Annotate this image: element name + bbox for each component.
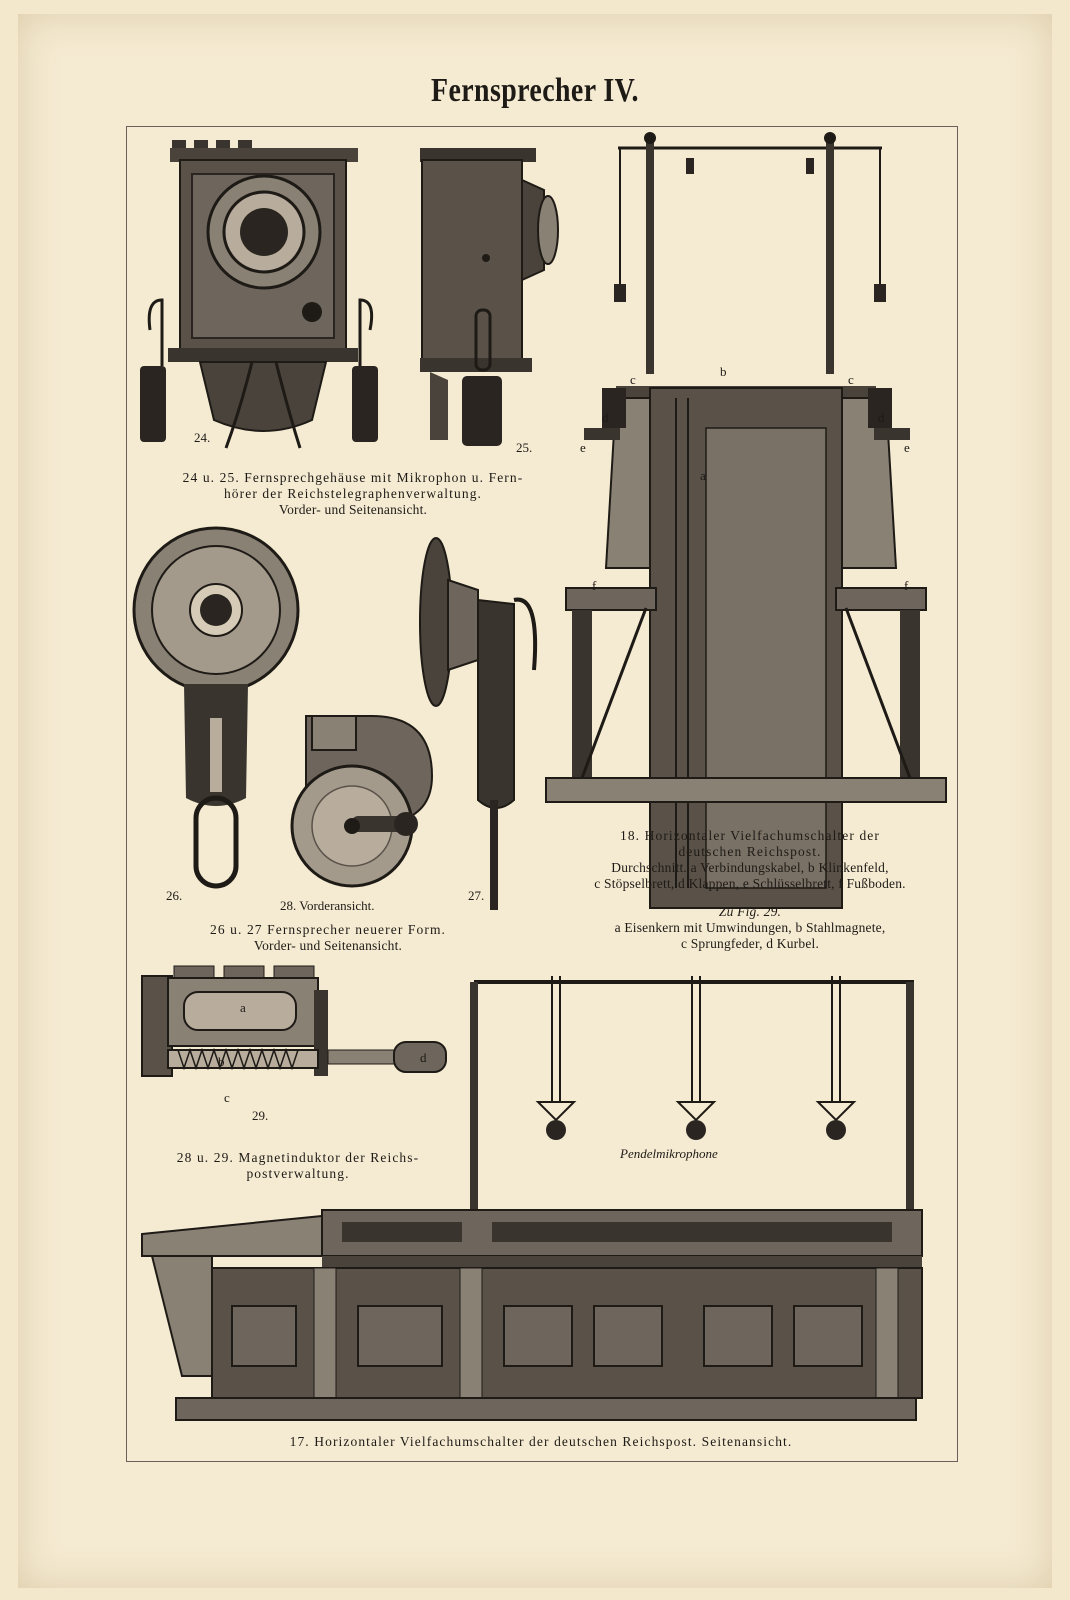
- fig18-label-e-left: e: [580, 440, 586, 455]
- fig26-27-caption: 26 u. 27 Fernsprecher neuerer Form. Vord…: [209, 922, 447, 953]
- fig18-switchboard-section: [545, 132, 947, 909]
- fig27-label: 27.: [468, 888, 485, 903]
- fig24-label: 24.: [194, 430, 211, 445]
- fig17-caption: 17. Horizontaler Vielfachumschalter der …: [289, 1434, 793, 1449]
- fig18-label-d-left: d: [602, 410, 609, 425]
- fig29-label-a: a: [240, 1000, 246, 1015]
- fig25-label: 25.: [516, 440, 533, 455]
- fig29-label-c: c: [224, 1090, 230, 1105]
- plate-frame: [126, 126, 958, 1462]
- fig18-label-b: b: [720, 364, 727, 379]
- fig29-label-d: d: [420, 1050, 427, 1065]
- fig18-label-d-right: d: [878, 410, 885, 425]
- fig17-switchboard-side: [141, 1209, 923, 1421]
- fig24-25-caption: 24 u. 25. Fernsprechgehäuse mit Mikropho…: [182, 470, 524, 517]
- fig18-label-f-right: f: [904, 578, 909, 593]
- plate-title: Fernsprecher IV.: [431, 72, 639, 109]
- fig18-label-c-left: c: [630, 372, 636, 387]
- fig29-label-b: b: [218, 1054, 225, 1069]
- fig29-label: 29.: [252, 1108, 269, 1123]
- fig26-receiver-front: [132, 526, 300, 889]
- pendel-label: Pendelmikrophone: [620, 1146, 718, 1161]
- fig27-receiver-side: [419, 537, 538, 910]
- fig28-label: 28. Vorderansicht.: [280, 898, 375, 913]
- fig18-label-c-right: c: [848, 372, 854, 387]
- fig18-label-f-left: f: [592, 578, 597, 593]
- fig18-label-a: a: [700, 468, 706, 483]
- fig18-label-e-right: e: [904, 440, 910, 455]
- fig25-wall-telephone-side: [420, 148, 559, 446]
- fig24-wall-telephone-front: [140, 140, 378, 449]
- fig29-magneto-top: [141, 965, 447, 1077]
- fig18-caption: 18. Horizontaler Vielfachumschalter der …: [594, 828, 906, 891]
- pendel-microphones-gantry: [470, 976, 914, 1220]
- fig28-29-caption: 28 u. 29. Magnetinduktor der Reichs- pos…: [176, 1150, 420, 1181]
- fig26-label: 26.: [166, 888, 183, 903]
- fig28-magneto-front: [290, 715, 434, 888]
- fig29-note: Zu Fig. 29. a Eisenkern mit Umwindungen,…: [614, 904, 886, 951]
